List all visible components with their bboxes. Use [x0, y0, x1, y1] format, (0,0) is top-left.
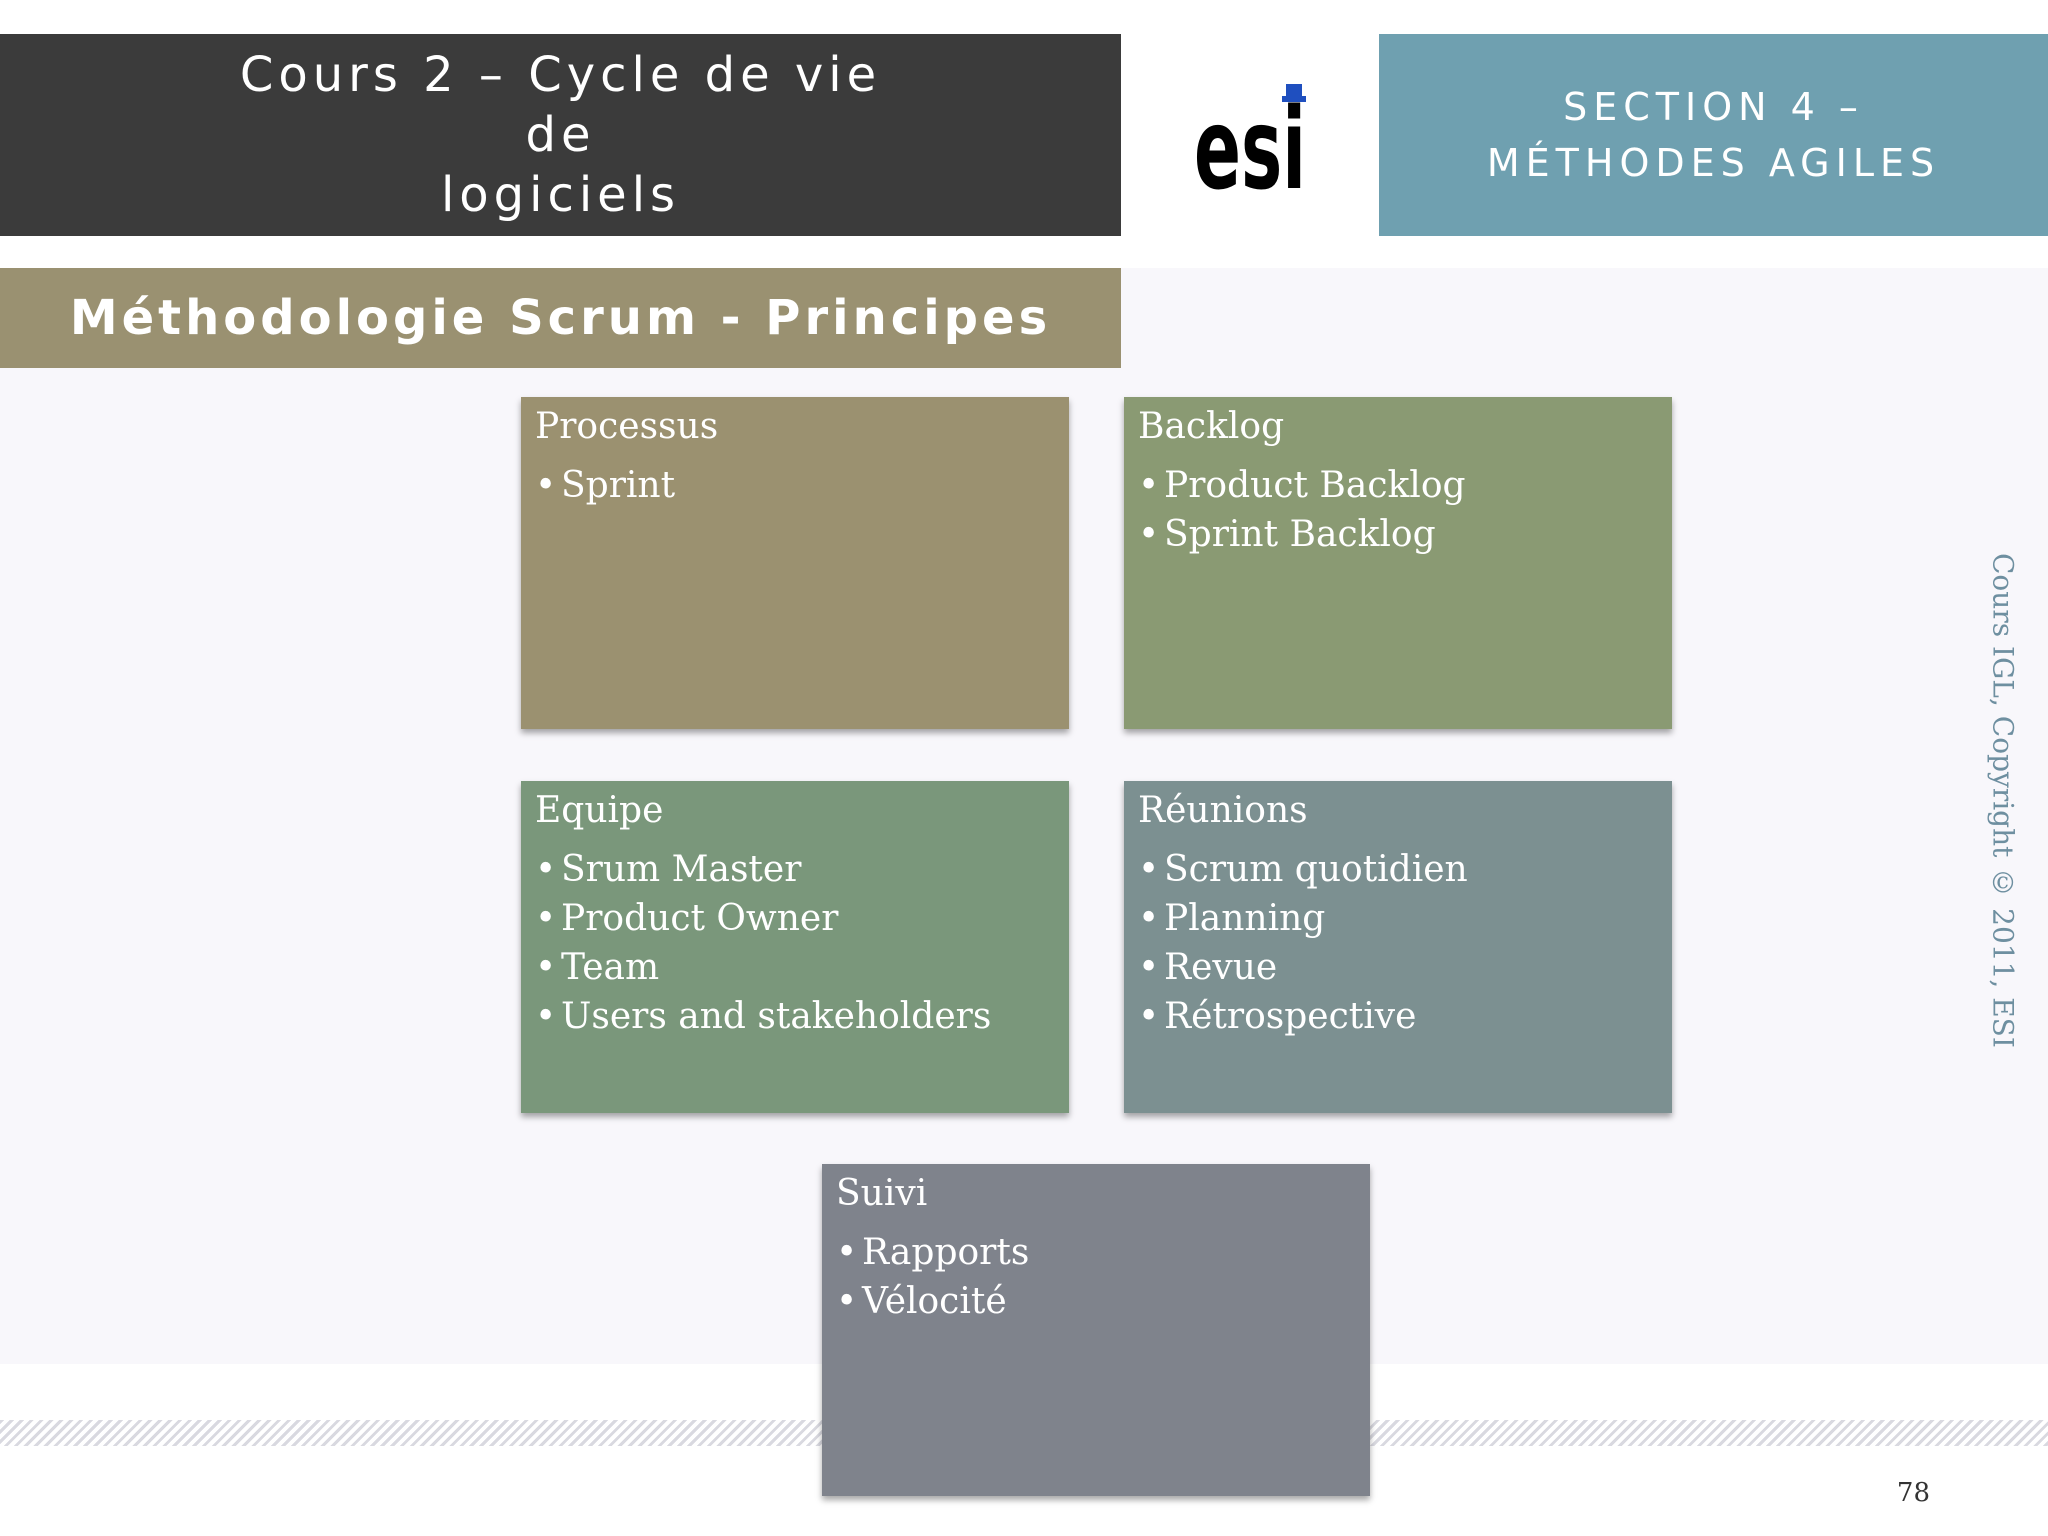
esi-logo-icon: esi — [1194, 84, 1306, 215]
list-item: •Rapports — [836, 1232, 1030, 1273]
list-item: •Scrum quotidien — [1138, 849, 1468, 890]
list-item: •Product Backlog — [1138, 465, 1466, 506]
box-list: •Product Backlog •Sprint Backlog — [1138, 461, 1658, 559]
copyright-text: Cours IGL, Copyright © 2011, ESI — [1986, 552, 2020, 1048]
list-item: •Product Owner — [535, 898, 839, 939]
section-header: SECTION 4 – MÉTHODES AGILES — [1379, 34, 2048, 236]
section-title: SECTION 4 – MÉTHODES AGILES — [1486, 85, 1941, 185]
box-backlog: Backlog •Product Backlog •Sprint Backlog — [1124, 397, 1672, 729]
box-processus: Processus •Sprint — [521, 397, 1069, 729]
box-list: •Rapports •Vélocité — [836, 1228, 1356, 1326]
box-title: Réunions — [1138, 790, 1308, 831]
page-number: 78 — [1896, 1478, 1930, 1508]
list-item: •Vélocité — [836, 1281, 1007, 1322]
list-item: •Users and stakeholders — [535, 996, 992, 1037]
box-list: •Scrum quotidien •Planning •Revue •Rétro… — [1138, 845, 1658, 1041]
box-title: Equipe — [535, 790, 664, 831]
esi-logo: esi — [1190, 70, 1320, 215]
box-list: •Sprint — [535, 461, 1055, 510]
box-title: Suivi — [836, 1173, 928, 1214]
box-title: Processus — [535, 406, 719, 447]
logo-text: esi — [1194, 85, 1306, 200]
box-list: •Srum Master •Product Owner •Team •Users… — [535, 845, 1055, 1041]
box-reunions: Réunions •Scrum quotidien •Planning •Rev… — [1124, 781, 1672, 1113]
list-item: •Rétrospective — [1138, 996, 1417, 1037]
box-title: Backlog — [1138, 406, 1285, 447]
list-item: •Team — [535, 947, 660, 988]
list-item: •Sprint — [535, 465, 676, 506]
course-title: Cours 2 – Cycle de vie de logiciels — [239, 47, 882, 223]
list-item: •Srum Master — [535, 849, 802, 890]
copyright-notice: Cours IGL, Copyright © 2011, ESI — [1968, 553, 2038, 1048]
list-item: •Planning — [1138, 898, 1326, 939]
box-equipe: Equipe •Srum Master •Product Owner •Team… — [521, 781, 1069, 1113]
box-suivi: Suivi •Rapports •Vélocité — [822, 1164, 1370, 1496]
list-item: •Revue — [1138, 947, 1278, 988]
course-header: Cours 2 – Cycle de vie de logiciels — [0, 34, 1121, 236]
slide-subtitle-bar: Méthodologie Scrum - Principes — [0, 268, 1121, 368]
list-item: •Sprint Backlog — [1138, 514, 1436, 555]
slide-subtitle: Méthodologie Scrum - Principes — [69, 290, 1052, 346]
